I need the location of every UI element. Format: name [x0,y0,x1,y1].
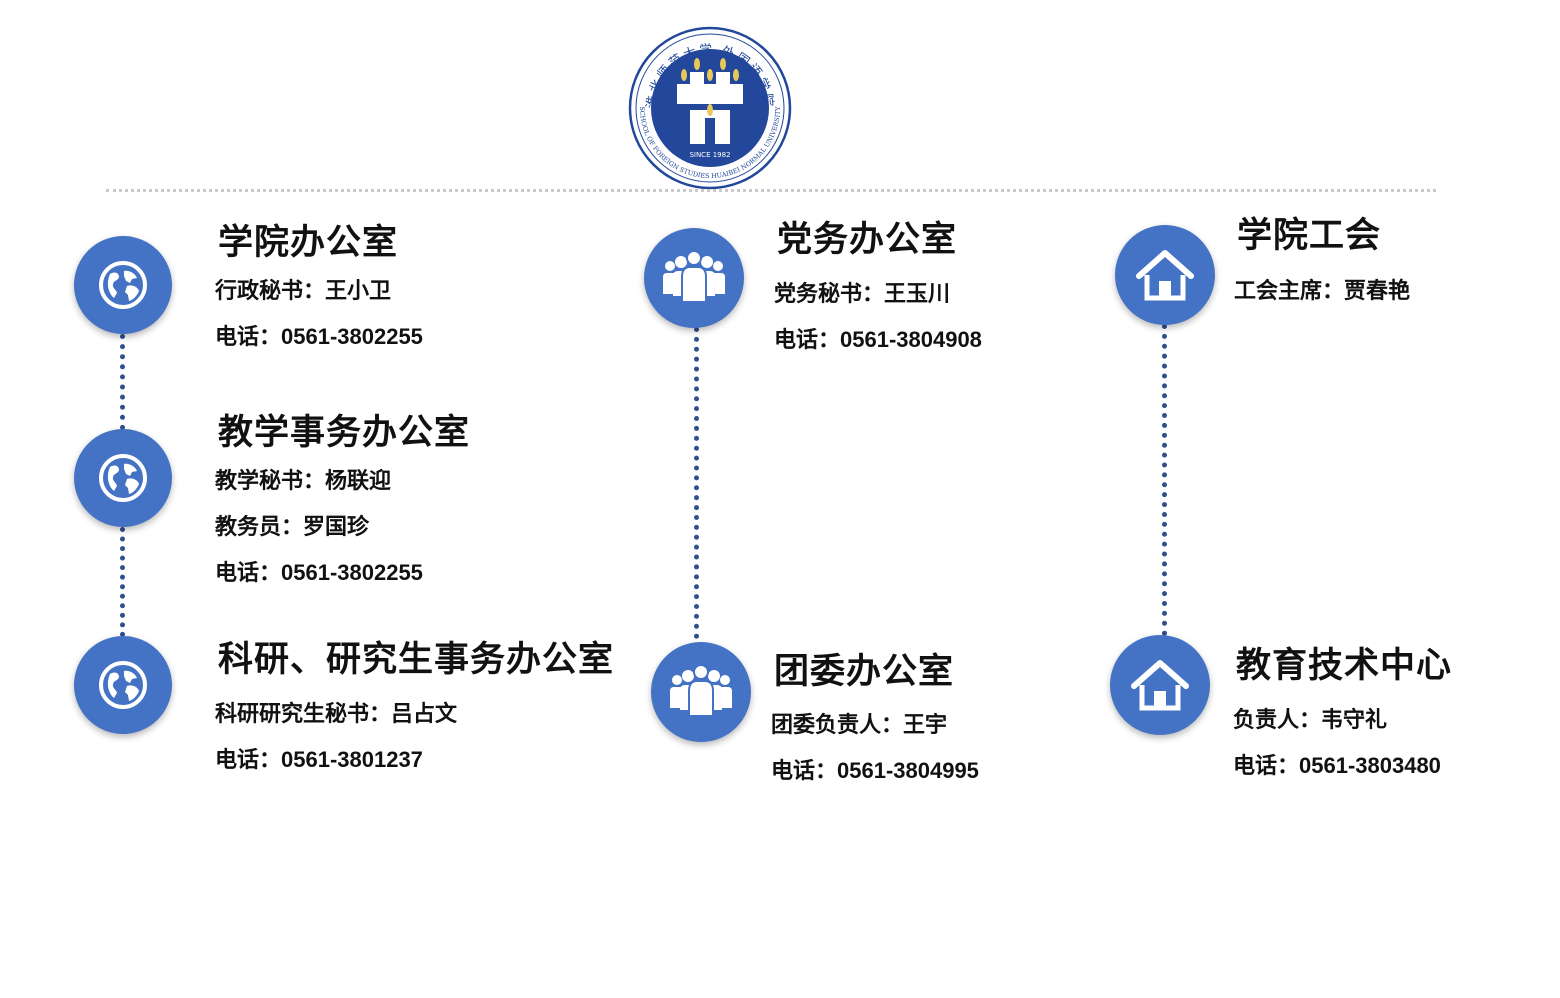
connector-line [1162,324,1167,636]
home-icon [1115,225,1215,325]
office-contact: 行政秘书：王小卫 [215,278,392,303]
office-phone: 电话：0561-3802255 [215,560,423,585]
office-title: 教学事务办公室 [218,413,471,452]
office-contact: 科研研究生秘书：吕占文 [215,701,458,726]
office-contact: 教学秘书：杨联迎 [215,468,392,493]
globe-icon [74,636,172,734]
home-icon [1110,635,1210,735]
office-phone: 电话：0561-3804995 [771,758,979,783]
connector-line [120,334,125,430]
people-group-icon [644,228,744,328]
office-title: 团委办公室 [774,652,955,691]
office-title: 学院工会 [1237,216,1382,255]
office-title: 科研、研究生事务办公室 [218,640,615,679]
office-phone: 电话：0561-3804908 [774,327,982,352]
header-divider [106,189,1436,192]
office-contact: 负责人：韦守礼 [1233,707,1388,732]
office-contact: 工会主席：贾春艳 [1234,278,1411,303]
office-title: 教育技术中心 [1236,646,1453,685]
globe-icon [74,429,172,527]
office-phone: 电话：0561-3802255 [215,324,423,349]
connector-line [694,327,699,639]
office-title: 党务办公室 [777,220,958,259]
office-contact: 党务秘书：王玉川 [774,281,951,306]
connector-line [120,527,125,637]
office-contact: 团委负责人：王宇 [771,712,948,737]
logo-since-text: SINCE 1982 [689,151,730,159]
office-phone: 电话：0561-3803480 [1233,753,1441,778]
office-contact: 教务员：罗国珍 [215,514,370,539]
globe-icon [74,236,172,334]
office-title: 学院办公室 [218,223,399,262]
people-group-icon [651,642,751,742]
school-logo: 淮北师范大学 外国语学院 SCHOOL OF FOREIGN STUDIES H… [626,26,794,190]
office-phone: 电话：0561-3801237 [215,747,423,772]
